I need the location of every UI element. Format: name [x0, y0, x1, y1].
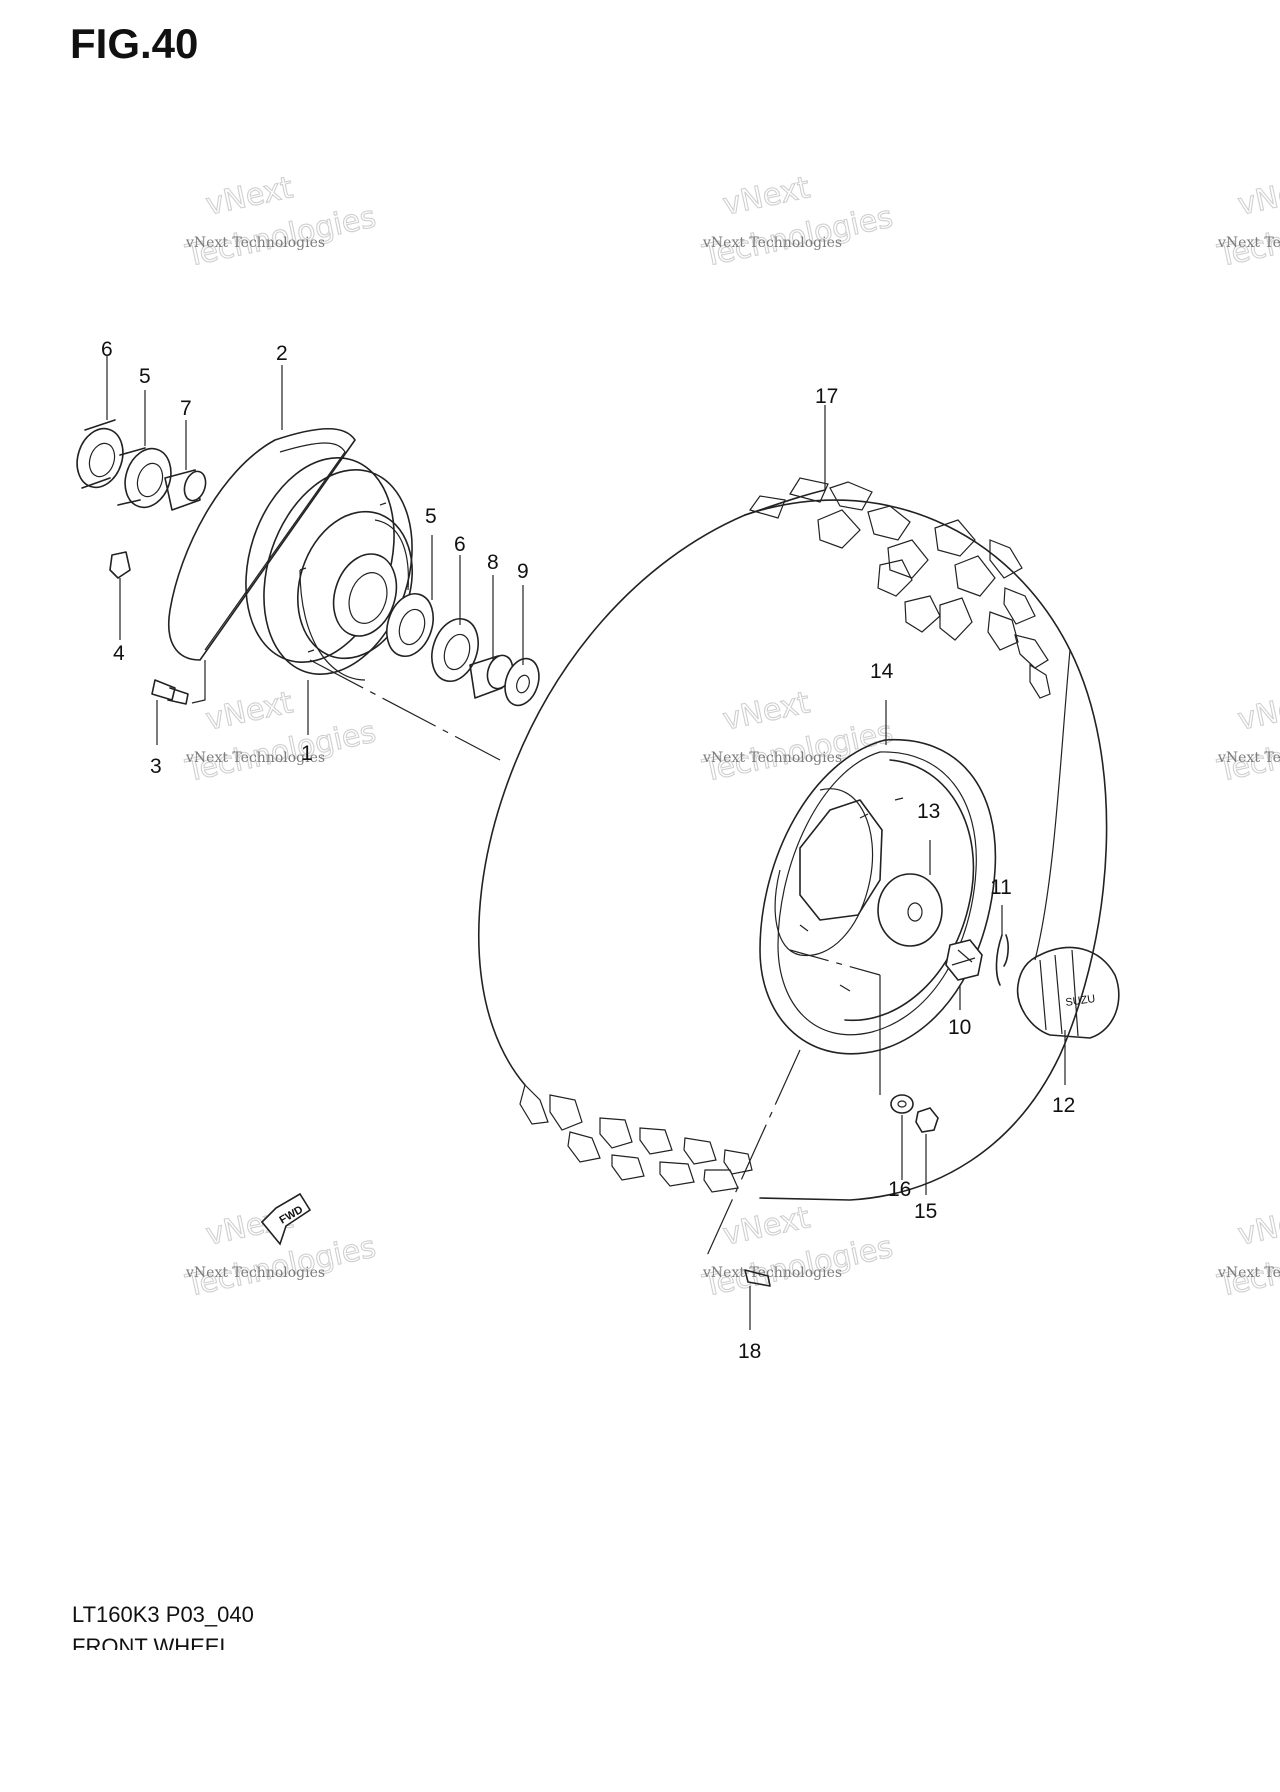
callout-9: 9: [517, 560, 529, 583]
callout-10: 10: [948, 1016, 971, 1039]
callout-18: 18: [738, 1340, 761, 1363]
callout-12: 12: [1052, 1094, 1075, 1117]
watermark: vNext Technologies vNext Technologies: [699, 685, 897, 790]
wheel-fasteners: [744, 1094, 939, 1287]
tire: [477, 477, 1108, 1201]
callout-1: 1: [301, 742, 313, 765]
svg-text:vNext Technologies: vNext Technologies: [702, 750, 842, 766]
callout-8: 8: [487, 551, 499, 574]
callout-labels: 1 2 3 4 5 5 6 6 7 8 9 10 11 12 13 14 15 …: [101, 338, 1075, 1363]
left-bearing-set: [76, 419, 207, 511]
svg-text:vNext: vNext: [720, 170, 813, 223]
grease-nipple-and-bolt: [109, 551, 189, 705]
callout-13: 13: [917, 800, 940, 823]
svg-text:vNext: vNext: [203, 170, 296, 223]
svg-text:vNext: vNext: [720, 685, 813, 738]
rim: [759, 738, 997, 1055]
watermark: vNext Technologies vNext Technologies: [182, 1200, 380, 1305]
axle-nut-set: SUZU: [945, 934, 1120, 1039]
figure-title: FIG.40: [70, 20, 199, 67]
watermark: vNext Technologies vNext Technologies: [1214, 170, 1280, 275]
svg-text:vNext: vNext: [1235, 1200, 1280, 1253]
callout-6-left: 6: [101, 338, 113, 361]
callout-3: 3: [150, 755, 162, 778]
watermark: vNext Technologies vNext Technologies: [182, 170, 380, 275]
svg-text:vNext Technologies: vNext Technologies: [185, 750, 325, 766]
svg-text:vNext Technologies: vNext Technologies: [1217, 750, 1280, 766]
svg-text:vNext Technologies: vNext Technologies: [1217, 1265, 1280, 1281]
wheel-hub: [168, 427, 414, 681]
callout-17: 17: [815, 385, 838, 408]
hubcap-marking: SUZU: [1065, 993, 1096, 1009]
callout-15: 15: [914, 1200, 937, 1223]
callout-5-right: 5: [425, 505, 437, 528]
svg-text:vNext: vNext: [720, 1200, 813, 1253]
watermark: vNext Technologies vNext Technologies: [182, 685, 380, 790]
svg-text:vNext Technologies: vNext Technologies: [1217, 235, 1280, 251]
callout-16: 16: [888, 1178, 911, 1201]
callout-5-left: 5: [139, 365, 151, 388]
svg-text:vNext Technologies: vNext Technologies: [702, 1265, 842, 1281]
svg-text:vNext Technologies: vNext Technologies: [185, 235, 325, 251]
svg-text:vNext: vNext: [1235, 685, 1280, 738]
right-bearing-set: [386, 593, 540, 707]
watermark: vNext Technologies vNext Technologies: [1214, 1200, 1280, 1305]
model-code: LT160K3 P03_040: [72, 1602, 254, 1627]
svg-text:vNext Technologies: vNext Technologies: [185, 1265, 325, 1281]
callout-2: 2: [276, 342, 288, 365]
callout-4: 4: [113, 642, 125, 665]
watermark: vNext Technologies vNext Technologies: [1214, 685, 1280, 790]
callout-11: 11: [990, 876, 1012, 899]
svg-text:vNext: vNext: [203, 685, 296, 738]
part-name: FRONT WHEEL: [72, 1634, 232, 1650]
callout-7: 7: [180, 397, 192, 420]
svg-text:vNext: vNext: [1235, 170, 1280, 223]
watermark-group: vNext Technologies vNext Technologies vN…: [182, 170, 1280, 1305]
watermark: vNext Technologies vNext Technologies: [699, 170, 897, 275]
leader-lines: [106, 355, 1066, 1330]
svg-text:vNext Technologies: vNext Technologies: [702, 235, 842, 251]
callout-6-right: 6: [454, 533, 466, 556]
watermark: vNext Technologies vNext Technologies: [699, 1200, 897, 1305]
callout-14: 14: [870, 660, 894, 683]
